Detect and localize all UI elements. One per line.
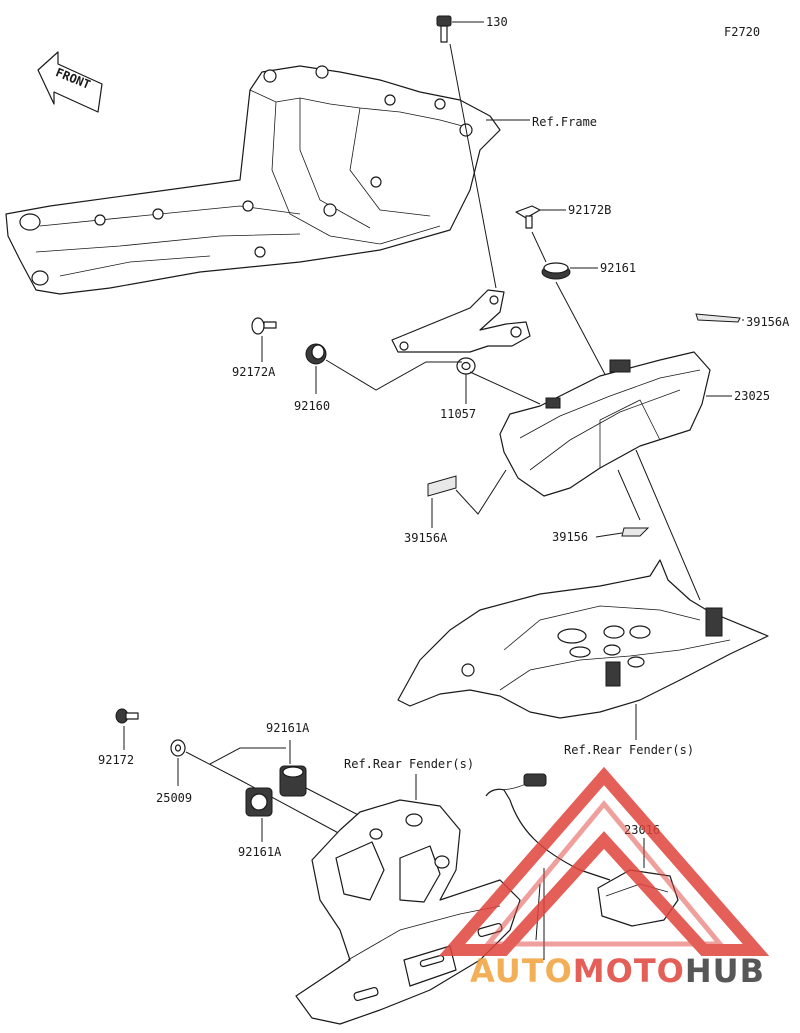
label-39156A-top: 39156A: [746, 315, 790, 329]
label-39156: 39156: [552, 530, 588, 544]
label-11057: 11057: [440, 407, 476, 421]
label-92161A-top: 92161A: [266, 721, 310, 735]
label-92161A-bottom: 92161A: [238, 845, 282, 859]
label-39156A-left: 39156A: [404, 531, 448, 545]
bolt-130-drawing: [436, 15, 452, 43]
label-92172: 92172: [98, 753, 134, 767]
label-92172B: 92172B: [568, 203, 611, 217]
bracket-11057-drawing: [391, 289, 531, 375]
label-130: 130: [486, 15, 508, 29]
washer-25009-drawing: [170, 739, 186, 757]
figure-code: F2720: [724, 25, 760, 39]
watermark-part-moto: MOTO: [573, 952, 685, 990]
watermark-part-auto: AUTO: [470, 952, 573, 990]
rear-fender-upper-drawing: [397, 559, 769, 719]
bolt-92172-drawing: [115, 708, 139, 724]
grommet-92161-drawing: [541, 262, 571, 280]
label-92161: 92161: [600, 261, 636, 275]
watermark-triangle-outer: [438, 766, 770, 956]
tail-lamp-23025-drawing: [499, 351, 711, 497]
label-92172A: 92172A: [232, 365, 276, 379]
label-ref-rear-fender-lower: Ref.Rear Fender(s): [344, 757, 474, 771]
label-ref-frame: Ref.Frame: [532, 115, 597, 129]
frame-drawing: [5, 65, 501, 295]
label-ref-rear-fender-upper: Ref.Rear Fender(s): [564, 743, 694, 757]
bolt-92172B-drawing: [515, 205, 541, 229]
automotohub-watermark: AUTOMOTOHUB: [438, 766, 770, 990]
collar-92160-drawing: [305, 343, 327, 365]
watermark-triangle-inner: [482, 800, 726, 947]
grommet-92161A-top-drawing: [279, 765, 307, 797]
watermark-part-hub: HUB: [685, 952, 765, 990]
label-23025: 23025: [734, 389, 770, 403]
label-25009: 25009: [156, 791, 192, 805]
grommet-92161A-bottom-drawing: [245, 787, 273, 817]
front-arrow-icon: FRONT: [37, 51, 103, 113]
label-92160: 92160: [294, 399, 330, 413]
license-bracket-drawing: [295, 799, 521, 1025]
svg-text:AUTOMOTOHUB: AUTOMOTOHUB: [470, 952, 765, 990]
bolt-92172A-drawing: [251, 317, 277, 335]
